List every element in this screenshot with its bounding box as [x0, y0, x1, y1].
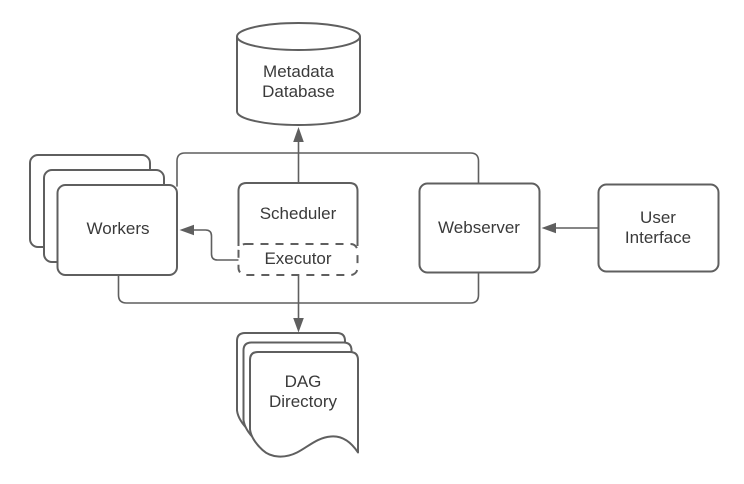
workers-card-front	[56, 184, 178, 276]
executor-box	[237, 243, 359, 276]
dag-document-front	[249, 351, 359, 458]
arrowhead-to-workers	[179, 224, 194, 236]
nodes-layer	[29, 22, 720, 458]
arrowheads-layer	[179, 127, 556, 333]
arrowhead-to-metadata-database	[293, 127, 304, 142]
metadata-database-shape	[236, 22, 361, 126]
dag-directory-shape	[236, 332, 359, 458]
workers-stack-shape	[29, 154, 178, 276]
user-interface-box	[597, 183, 720, 273]
edge-executor-to-workers	[192, 229, 240, 261]
scheduler-outline	[237, 182, 359, 246]
cylinder-top	[236, 22, 361, 51]
scheduler-box	[237, 182, 359, 276]
edge-trunk-to-metadata-database	[176, 152, 480, 187]
webserver-box	[418, 182, 541, 274]
cylinder-body	[236, 36, 361, 126]
edges-layer	[117, 140, 600, 319]
arrowhead-to-webserver	[541, 222, 556, 234]
arrowhead-to-dag-directory	[293, 318, 304, 333]
